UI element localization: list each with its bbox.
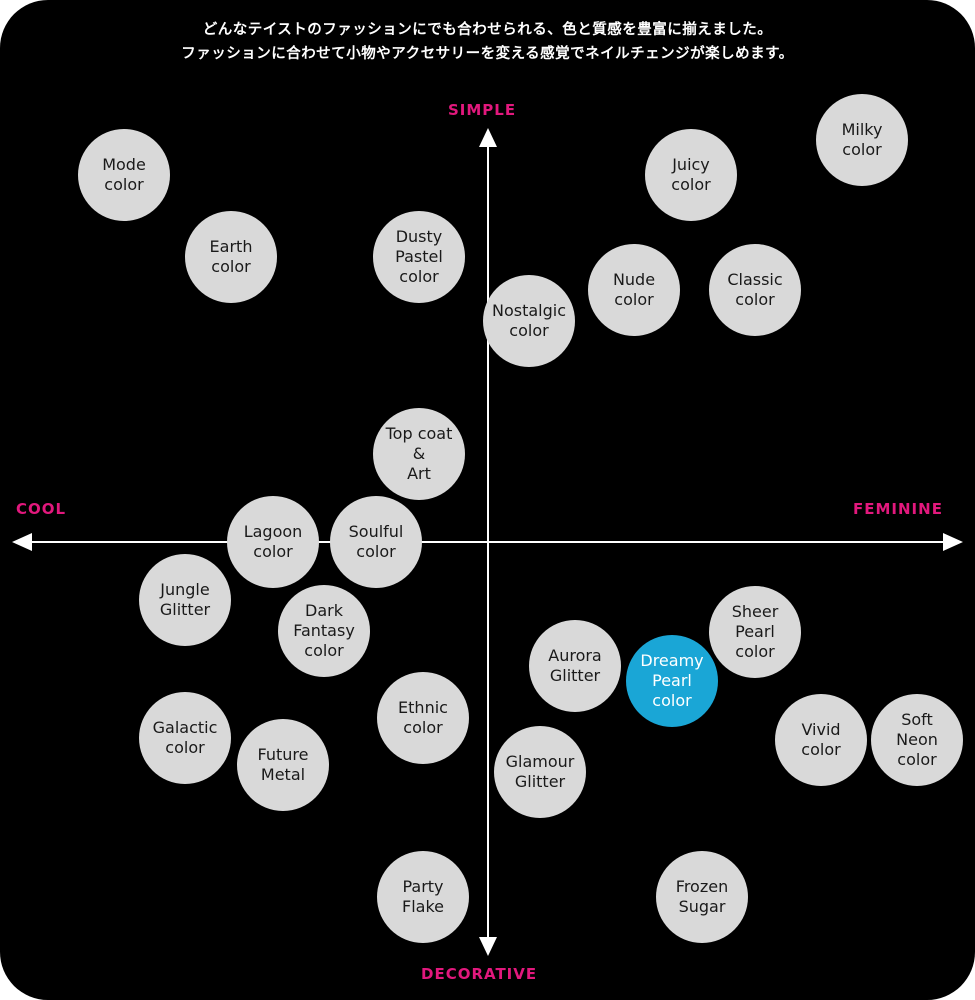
arrow-down-icon [479,937,497,956]
intro-line-2: ファッションに合わせて小物やアクセサリーを変える感覚でネイルチェンジが楽しめます… [181,46,794,62]
bubble-classic-color: Classic color [709,244,801,336]
axis-label-simple: SIMPLE [448,101,517,119]
bubble-party-flake: Party Flake [377,851,469,943]
axis-label-feminine: FEMININE [853,500,943,518]
bubble-dark-fantasy-color: Dark Fantasy color [278,585,370,677]
bubble-top-coat-art: Top coat & Art [373,408,465,500]
bubble-ethnic-color: Ethnic color [377,672,469,764]
bubble-earth-color: Earth color [185,211,277,303]
axis-label-cool: COOL [16,500,67,518]
bubble-future-metal: Future Metal [237,719,329,811]
bubble-juicy-color: Juicy color [645,129,737,221]
bubble-dusty-pastel-color: Dusty Pastel color [373,211,465,303]
arrow-right-icon [943,533,963,551]
bubble-mode-color: Mode color [78,129,170,221]
bubble-jungle-glitter: Jungle Glitter [139,554,231,646]
bubble-galactic-color: Galactic color [139,692,231,784]
arrow-up-icon [479,128,497,147]
intro-text: どんなテイストのファッションにでも合わせられる、色と質感を豊富に揃えました。 フ… [0,18,975,66]
bubble-soft-neon-color: Soft Neon color [871,694,963,786]
bubble-vivid-color: Vivid color [775,694,867,786]
bubble-lagoon-color: Lagoon color [227,496,319,588]
arrow-left-icon [12,533,32,551]
intro-line-1: どんなテイストのファッションにでも合わせられる、色と質感を豊富に揃えました。 [202,22,773,38]
bubble-glamour-glitter: Glamour Glitter [494,726,586,818]
bubble-soulful-color: Soulful color [330,496,422,588]
bubble-frozen-sugar: Frozen Sugar [656,851,748,943]
bubble-aurora-glitter: Aurora Glitter [529,620,621,712]
axis-label-decorative: DECORATIVE [421,965,538,983]
bubble-dreamy-pearl-color: Dreamy Pearl color [626,635,718,727]
bubble-sheer-pearl-color: Sheer Pearl color [709,586,801,678]
bubble-milky-color: Milky color [816,94,908,186]
bubble-nostalgic-color: Nostalgic color [483,275,575,367]
bubble-nude-color: Nude color [588,244,680,336]
